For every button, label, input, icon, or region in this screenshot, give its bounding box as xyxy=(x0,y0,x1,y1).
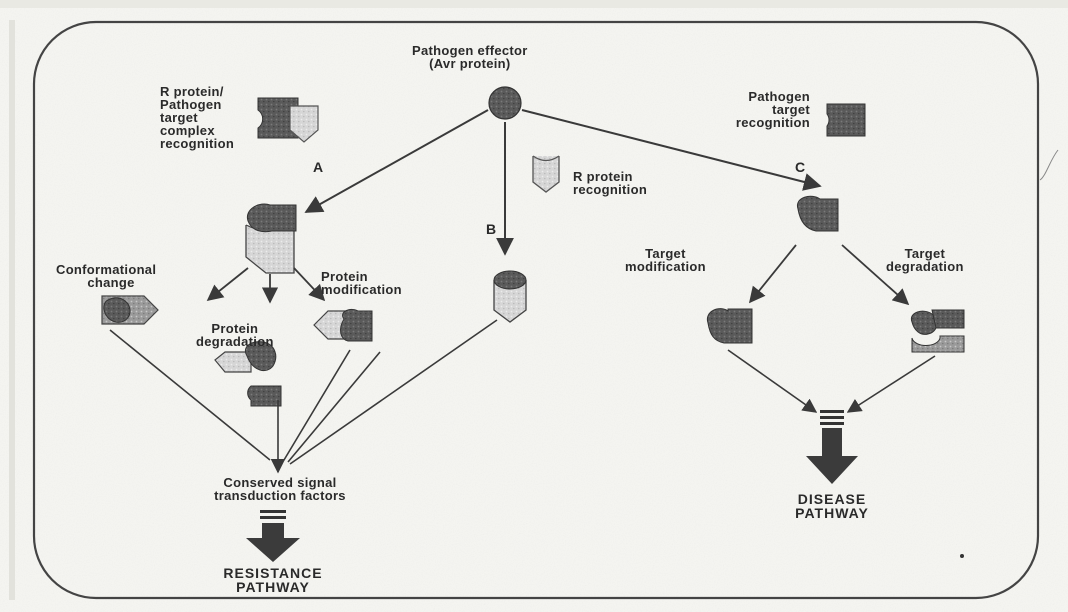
effector-label: Pathogen effector (Avr protein) xyxy=(412,44,528,70)
protein-degradation-line2: degradation xyxy=(196,335,274,348)
disease-pathway-label: DISEASE PATHWAY xyxy=(782,492,882,520)
r-protein-recognition-line2: recognition xyxy=(573,183,647,196)
branch-c-label: C xyxy=(795,160,806,174)
signal-factors-label: Conserved signal transduction factors xyxy=(200,476,360,502)
conformational-change-label: Conformational change xyxy=(56,263,166,289)
target-modification-label: Target modification xyxy=(625,247,706,273)
disease-line2: PATHWAY xyxy=(782,506,882,520)
signal-factors-line2: transduction factors xyxy=(200,489,360,502)
protein-degradation-label: Protein degradation xyxy=(196,322,274,348)
disease-line1: DISEASE xyxy=(782,492,882,506)
protein-modification-line2: modification xyxy=(321,283,402,296)
protein-modification-label: Protein modification xyxy=(321,270,402,296)
avr-effector-icon xyxy=(489,87,521,119)
resistance-line2: PATHWAY xyxy=(213,580,333,594)
branch-b-label: B xyxy=(486,222,497,236)
bound-complex-icon xyxy=(246,204,296,273)
modified-target-icon xyxy=(707,309,752,343)
complex-recognition-label: R protein/ Pathogen target complex recog… xyxy=(160,85,234,150)
resistance-line1: RESISTANCE xyxy=(213,566,333,580)
r-protein-recognition-label: R protein recognition xyxy=(573,170,647,196)
branch-a-label: A xyxy=(313,160,324,174)
pathogen-target-icon xyxy=(827,104,865,136)
complex-recognition-line5: recognition xyxy=(160,137,234,150)
target-recognition-line3: recognition xyxy=(690,116,810,129)
target-degradation-label: Target degradation xyxy=(886,247,964,273)
effector-line2: (Avr protein) xyxy=(412,57,528,70)
resistance-pathway-label: RESISTANCE PATHWAY xyxy=(213,566,333,594)
conformational-change-line2: change xyxy=(56,276,166,289)
activated-r-protein-icon xyxy=(494,271,526,322)
target-modification-line2: modification xyxy=(625,260,706,273)
target-degradation-line2: degradation xyxy=(886,260,964,273)
target-recognition-label: Pathogen target recognition xyxy=(690,90,810,129)
